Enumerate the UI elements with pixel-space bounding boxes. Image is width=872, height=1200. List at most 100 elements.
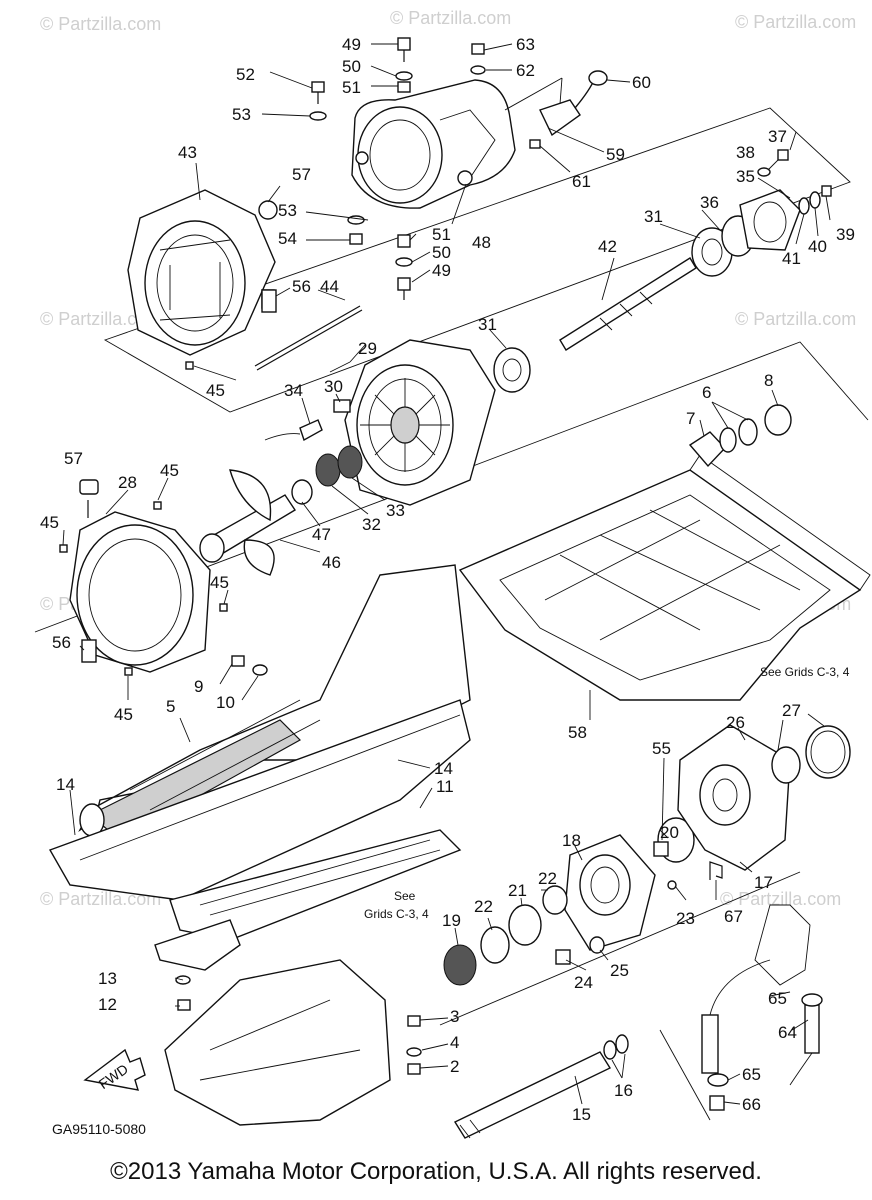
impeller-46 xyxy=(199,469,296,576)
callout-55: 55 xyxy=(652,739,671,758)
callout-22b: 22 xyxy=(538,869,557,888)
callout-14: 14 xyxy=(56,775,75,794)
callout-56b: 56 xyxy=(52,633,71,652)
callout-7: 7 xyxy=(686,409,695,428)
callout-26: 26 xyxy=(726,713,745,732)
callout-62: 62 xyxy=(516,61,535,80)
callout-9: 9 xyxy=(194,677,203,696)
callout-45: 45 xyxy=(206,381,225,400)
bolt-stack-bottom xyxy=(395,234,413,300)
callout-3: 3 xyxy=(450,1007,459,1026)
callout-8: 8 xyxy=(764,371,773,390)
leader-lines xyxy=(62,43,831,1121)
callout-30: 30 xyxy=(324,377,343,396)
callout-28: 28 xyxy=(118,473,137,492)
clip-67 xyxy=(709,861,723,880)
callout-52: 52 xyxy=(236,65,255,84)
callout-42: 42 xyxy=(598,237,617,256)
bottom-cover xyxy=(164,959,391,1126)
callout-22: 22 xyxy=(474,897,493,916)
grid-reference-note-grids: Grids C-3, 4 xyxy=(364,907,429,921)
callout-4: 4 xyxy=(450,1033,459,1052)
callout-38: 38 xyxy=(736,143,755,162)
callout-60: 60 xyxy=(632,73,651,92)
callout-49b: 49 xyxy=(432,261,451,280)
nut-62-63 xyxy=(470,43,486,75)
callout-18: 18 xyxy=(562,831,581,850)
callout-16: 16 xyxy=(614,1081,633,1100)
fitting-59-60-61 xyxy=(529,70,608,149)
bearing-31-lower xyxy=(493,347,531,393)
callout-14b: 14 xyxy=(434,759,453,778)
hose-assembly-64-66 xyxy=(701,904,823,1111)
bearing-housing-18 xyxy=(564,834,656,951)
lower-section-line xyxy=(439,871,801,1026)
callout-35: 35 xyxy=(736,167,755,186)
callout-45b: 45 xyxy=(160,461,179,480)
watermark: © Partzilla.com xyxy=(40,309,161,329)
callout-59: 59 xyxy=(606,145,625,164)
fitting-30-34 xyxy=(264,399,351,442)
seals-32-33-47 xyxy=(291,445,363,505)
grid-reference-note: See Grids C-3, 4 xyxy=(760,665,850,679)
callout-56: 56 xyxy=(292,277,311,296)
callout-44: 44 xyxy=(320,277,339,296)
callout-50b: 50 xyxy=(432,243,451,262)
callout-10: 10 xyxy=(216,693,235,712)
callout-17: 17 xyxy=(754,873,773,892)
bolt-52-washer-53 xyxy=(309,81,327,121)
callout-45d: 45 xyxy=(210,573,229,592)
callout-33: 33 xyxy=(386,501,405,520)
section-boundaries xyxy=(34,107,869,1026)
callout-37: 37 xyxy=(768,127,787,146)
o-rings-26-27 xyxy=(771,725,851,784)
callout-58: 58 xyxy=(568,723,587,742)
grate-bottom xyxy=(154,919,241,971)
upper-section-outline xyxy=(103,107,851,413)
bolts-2-3-4 xyxy=(406,1015,422,1075)
callout-65b: 65 xyxy=(742,1065,761,1084)
callout-57: 57 xyxy=(292,165,311,184)
callout-40: 40 xyxy=(808,237,827,256)
callout-15: 15 xyxy=(572,1105,591,1124)
callout-53b: 53 xyxy=(278,201,297,220)
callout-53: 53 xyxy=(232,105,251,124)
watermark: © Partzilla.com xyxy=(720,889,841,909)
callout-36: 36 xyxy=(700,193,719,212)
part-callouts: 49 50 51 52 53 63 62 60 59 61 43 57 53 5… xyxy=(40,35,855,1124)
callout-39: 39 xyxy=(836,225,855,244)
callout-48: 48 xyxy=(472,233,491,252)
nozzle-7-bearings-6-8 xyxy=(688,404,792,468)
watermark: © Partzilla.com xyxy=(735,12,856,32)
callout-19: 19 xyxy=(442,911,461,930)
callout-23: 23 xyxy=(676,909,695,928)
intake-grate-11 xyxy=(169,829,462,941)
bolt-56-lower xyxy=(81,639,97,663)
callout-32: 32 xyxy=(362,515,381,534)
cover-35 xyxy=(739,189,801,251)
callout-65: 65 xyxy=(768,989,787,1008)
stud-44 xyxy=(254,305,363,371)
middle-section-outline xyxy=(34,341,869,633)
callout-31b: 31 xyxy=(478,315,497,334)
callout-31: 31 xyxy=(644,207,663,226)
callout-13: 13 xyxy=(98,969,117,988)
callout-41: 41 xyxy=(782,249,801,268)
callout-45e: 45 xyxy=(114,705,133,724)
diagram-code: GA95110-5080 xyxy=(52,1121,146,1137)
intake-duct-28 xyxy=(69,479,211,673)
washer-53-nut-54 xyxy=(347,215,365,245)
bolts-37-38-39-40-41 xyxy=(757,149,832,215)
callout-46: 46 xyxy=(322,553,341,572)
callout-51: 51 xyxy=(342,78,361,97)
callout-49: 49 xyxy=(342,35,361,54)
pump-housing-48 xyxy=(351,79,516,209)
callout-45c: 45 xyxy=(40,513,59,532)
callout-25: 25 xyxy=(610,961,629,980)
callout-67: 67 xyxy=(724,907,743,926)
callout-51b: 51 xyxy=(432,225,451,244)
drive-shaft-15 xyxy=(453,1034,629,1139)
callout-24: 24 xyxy=(574,973,593,992)
small-bolts-45 xyxy=(59,361,228,676)
